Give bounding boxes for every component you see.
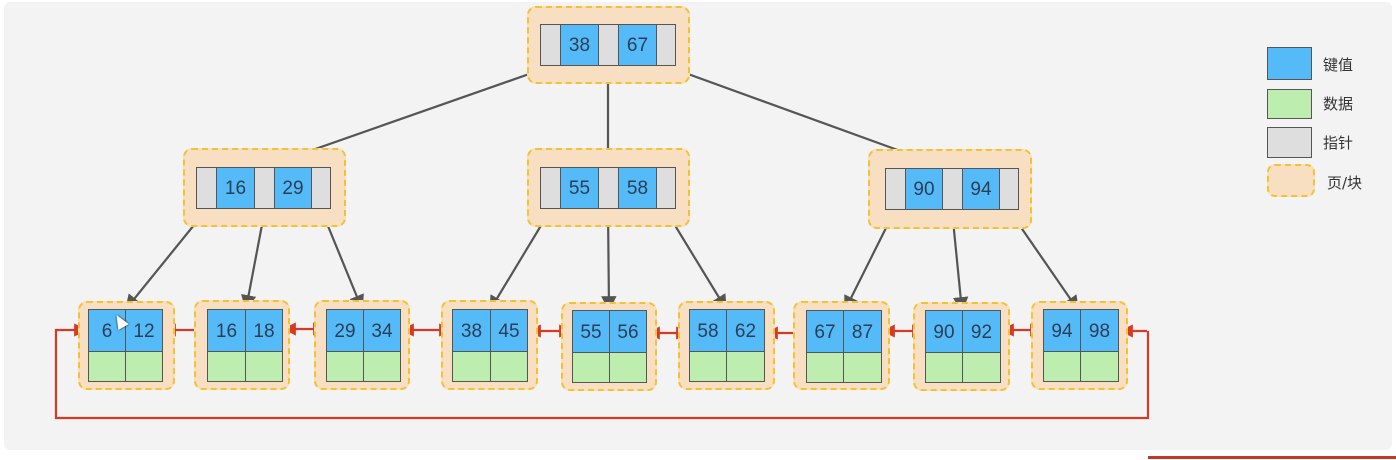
leaf-0-data-0 — [88, 351, 126, 382]
leaf-4-key-1: 56 — [609, 310, 647, 353]
leaf-2-key-0: 29 — [326, 309, 364, 352]
leaf-5-data-1 — [726, 351, 765, 382]
root-key-0: 38 — [560, 24, 599, 66]
leaf-4-key-0: 55 — [572, 310, 610, 353]
internal-1-key-0: 55 — [560, 167, 599, 209]
leaf-7-key-1: 92 — [962, 310, 1001, 353]
leaf-5-key-0: 58 — [689, 309, 727, 352]
internal-1-pointer-1 — [598, 167, 619, 209]
root-key-1: 67 — [618, 24, 657, 66]
leaf-3-key-0: 38 — [452, 309, 491, 352]
leaf-4-data-0 — [572, 352, 610, 383]
internal-0-pointer-1 — [254, 167, 275, 209]
internal-2-pointer-2 — [999, 168, 1019, 210]
leaf-4-data-1 — [609, 352, 647, 383]
leaf-8-key-0: 94 — [1043, 309, 1081, 352]
internal-1-pointer-2 — [656, 167, 676, 209]
internal-0-pointer-0 — [196, 167, 217, 209]
leaf-2-data-1 — [363, 351, 401, 382]
leaf-2-key-1: 34 — [363, 309, 401, 352]
leaf-7-key-0: 90 — [925, 310, 963, 353]
leaf-6-data-0 — [806, 352, 844, 383]
legend-key-label: 键值 — [1323, 56, 1354, 74]
internal-1-key-1: 58 — [618, 167, 657, 209]
legend-page-swatch — [1267, 164, 1315, 197]
internal-2-pointer-1 — [942, 168, 963, 210]
leaf-5-key-1: 62 — [726, 309, 765, 352]
edge-accent-line — [1148, 456, 1396, 459]
leaf-7-data-1 — [962, 352, 1001, 383]
link-loop-back — [54, 323, 1150, 420]
root-pointer-1 — [598, 24, 619, 66]
legend-page-label: 页/块 — [1327, 174, 1363, 192]
internal-2-key-1: 94 — [962, 168, 1000, 210]
root-pointer-0 — [540, 24, 561, 66]
leaf-7-data-0 — [925, 352, 963, 383]
leaf-1-data-0 — [207, 351, 246, 382]
leaf-0-data-1 — [125, 351, 163, 382]
leaf-6-key-0: 67 — [806, 310, 844, 353]
leaf-2-data-0 — [326, 351, 364, 382]
legend-data-swatch — [1267, 89, 1312, 119]
leaf-6-key-1: 87 — [843, 310, 882, 353]
leaf-3-data-0 — [452, 351, 491, 382]
internal-0-pointer-2 — [311, 167, 331, 209]
internal-0-key-0: 16 — [216, 167, 255, 209]
leaf-1-data-1 — [245, 351, 283, 382]
leaf-8-data-0 — [1043, 351, 1081, 382]
leaf-1-key-0: 16 — [207, 309, 246, 352]
leaf-1-key-1: 18 — [245, 309, 283, 352]
legend-pointer-label: 指针 — [1323, 134, 1354, 152]
leaf-3-data-1 — [490, 351, 528, 382]
leaf-3-key-1: 45 — [490, 309, 528, 352]
leaf-5-data-0 — [689, 351, 727, 382]
leaf-8-data-1 — [1080, 351, 1119, 382]
internal-1-pointer-0 — [540, 167, 561, 209]
internal-2-pointer-0 — [885, 168, 906, 210]
legend-data-label: 数据 — [1323, 95, 1354, 113]
root-pointer-2 — [656, 24, 676, 66]
leaf-8-key-1: 98 — [1080, 309, 1119, 352]
legend-pointer-swatch — [1267, 127, 1312, 158]
leaf-0-key-1: 12 — [125, 309, 163, 352]
leaf-6-data-1 — [843, 352, 882, 383]
internal-0-key-1: 29 — [274, 167, 312, 209]
legend-key-swatch — [1267, 47, 1312, 80]
internal-2-key-0: 90 — [905, 168, 943, 210]
